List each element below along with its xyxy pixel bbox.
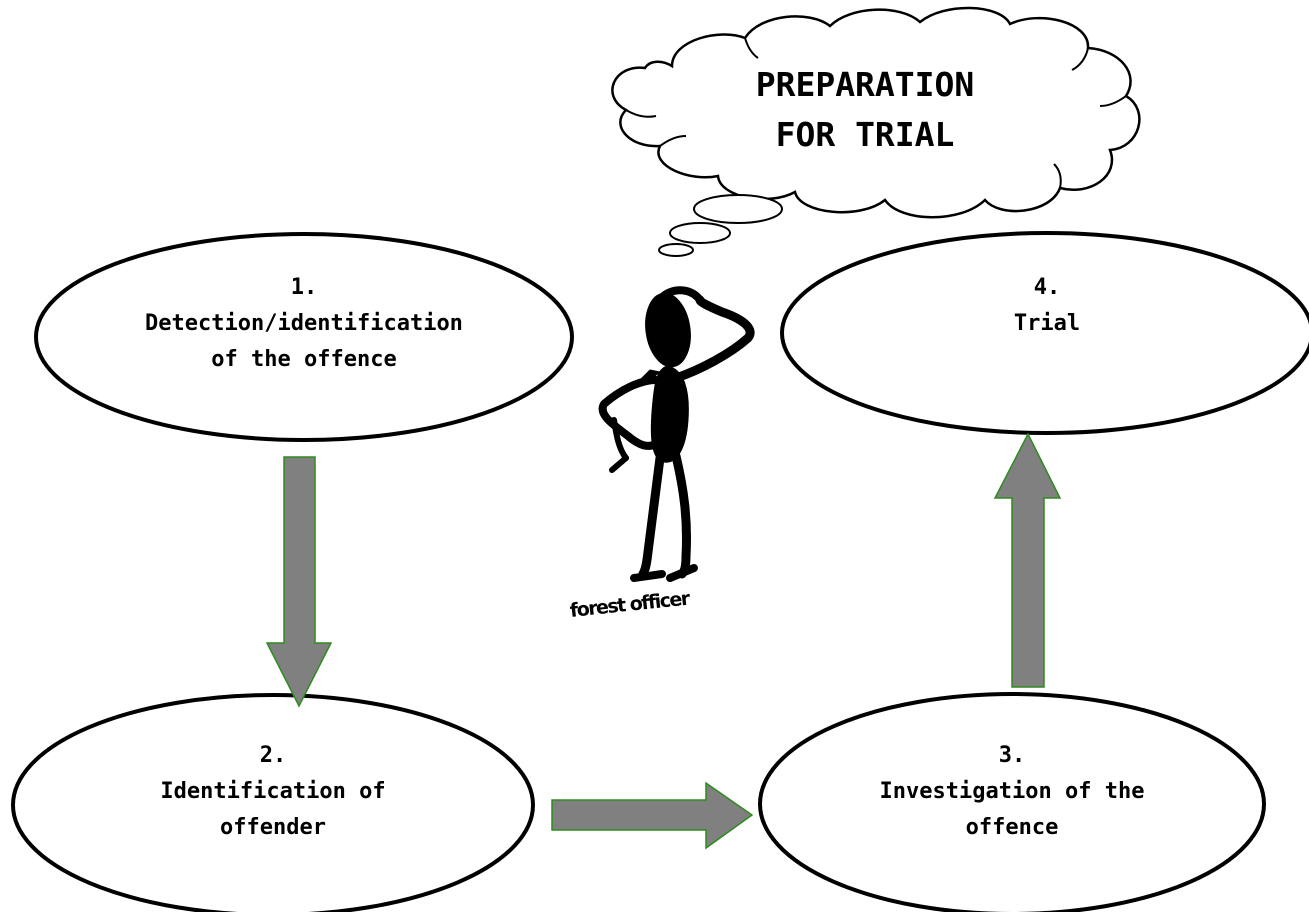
arrow-down (265, 456, 333, 708)
node-1-text: 1. Detection/identification of the offen… (104, 270, 504, 378)
thought-line-2: FOR TRIAL (775, 115, 955, 154)
thought-bubble-small (658, 243, 694, 257)
thought-cloud-text: PREPARATION FOR TRIAL (700, 60, 1030, 160)
node-2-line-1: Identification of (160, 779, 386, 804)
node-2-line-2: offender (220, 815, 326, 840)
node-ellipse-4 (780, 231, 1309, 435)
forest-officer-figure (598, 286, 755, 582)
thought-bubble-large (693, 194, 783, 224)
thought-line-1: PREPARATION (755, 65, 975, 104)
node-4-line-1: Trial (1013, 311, 1081, 336)
node-4-text: 4. Trial (847, 270, 1247, 342)
node-4-number: 4. (1033, 275, 1061, 300)
thought-cloud (611, 6, 1141, 219)
node-2-number: 2. (259, 743, 287, 768)
thought-bubble-medium (669, 222, 731, 244)
node-3-number: 3. (998, 743, 1026, 768)
node-3-line-2: offence (965, 815, 1059, 840)
node-ellipse-1 (34, 232, 574, 442)
node-1-line-1: Detection/identification (145, 311, 463, 336)
node-1-number: 1. (290, 275, 318, 300)
node-3-text: 3. Investigation of the offence (812, 738, 1212, 846)
node-2-text: 2. Identification of offender (73, 738, 473, 846)
node-ellipse-2 (11, 693, 535, 912)
arrow-up (993, 432, 1062, 688)
node-1-line-2: of the offence (211, 347, 397, 372)
node-ellipse-3 (758, 692, 1266, 912)
node-3-line-1: Investigation of the (879, 779, 1145, 804)
arrow-right (551, 781, 754, 850)
